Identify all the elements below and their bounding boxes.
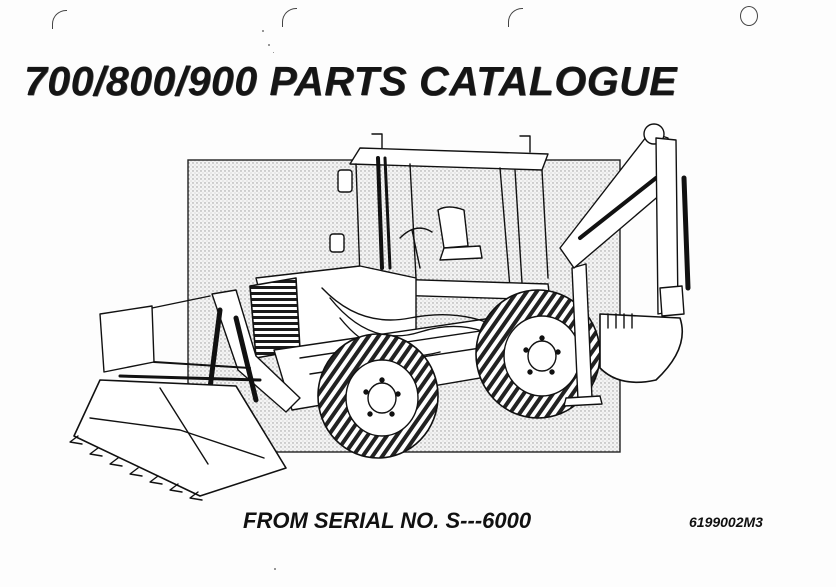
binder-hole-mark [282, 8, 297, 27]
scan-speck [273, 52, 274, 53]
scan-speck [268, 44, 270, 46]
binder-hole-mark [508, 8, 523, 27]
binder-hole-mark [52, 10, 67, 29]
catalogue-title: 700/800/900 PARTS CATALOGUE [24, 58, 678, 104]
backhoe-loader-illustration-icon [69, 123, 691, 501]
serial-number-line: FROM SERIAL NO. S---6000 [243, 508, 532, 533]
catalogue-part-number: 6199002M3 [689, 514, 763, 530]
scan-speck [274, 568, 276, 570]
binder-hole-mark [740, 6, 758, 26]
scan-speck [262, 30, 264, 32]
